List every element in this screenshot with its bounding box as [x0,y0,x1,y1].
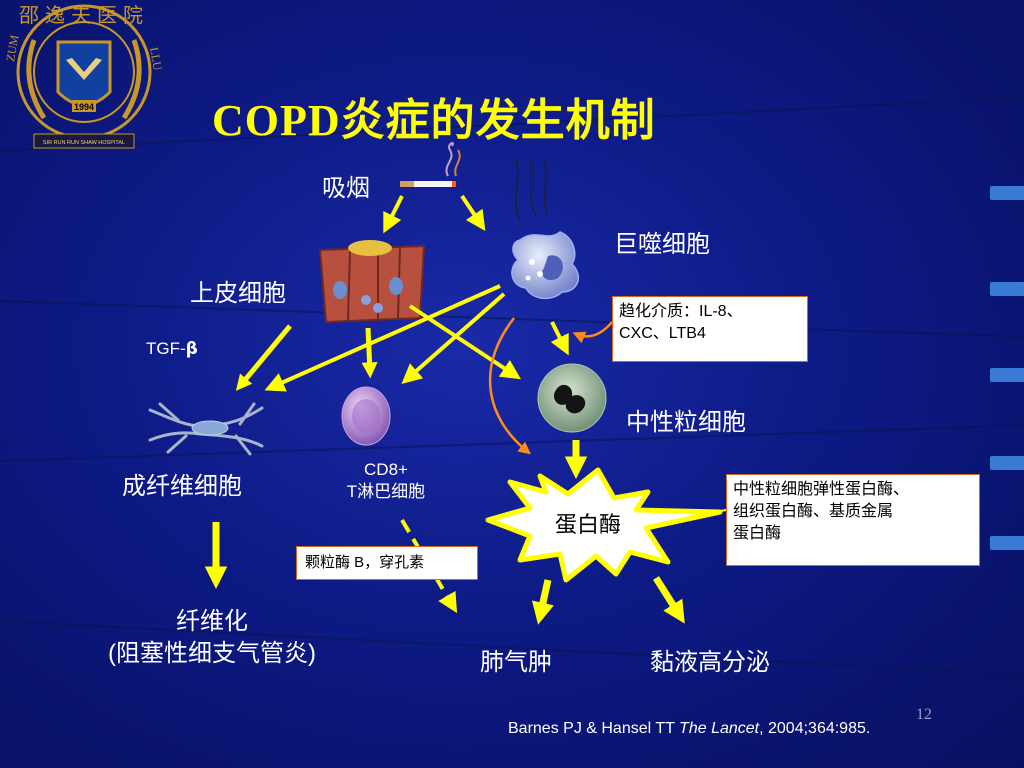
citation-authors: Barnes PJ & Hansel TT [508,720,680,737]
chemotactic-line1: 趋化介质：IL-8、 [619,303,743,320]
logo-ring-text: 邵逸夫医院 [19,3,149,27]
label-tgf-beta: TGF-β [146,339,198,359]
label-epithelial: 上皮细胞 [190,280,286,307]
arrow-protease-to-emphysema [531,579,554,625]
neutrophil-enzymes-line3: 蛋白酶 [733,525,782,542]
page-title: COPD炎症的发生机制 [212,96,656,145]
side-decoration [990,368,1024,382]
logo-ring-right: LLU [147,46,165,72]
arrow-epithelial-to-cd8 [361,327,378,379]
cigarette-icon [400,142,461,187]
citation: Barnes PJ & Hansel TT The Lancet, 2004;3… [508,720,870,738]
hospital-logo: 1994 邵逸夫医院 ZUM LLU SIR RUN RUN SHAW HOSP… [3,3,165,149]
label-mucus: 黏液高分泌 [650,649,770,676]
label-cd8-line1: CD8+ [364,460,408,479]
logo-year: 1994 [74,102,94,112]
tgf-beta-symbol: β [185,339,198,359]
citation-details: , 2004;364:985. [759,720,871,737]
smoke-icon [515,157,549,221]
fibroblast-icon [148,402,264,456]
arrow-macrophage-to-protease [488,317,531,455]
side-decoration [990,456,1024,470]
label-cd8: CD8+ T淋巴细胞 [334,459,438,503]
flow-arrows [204,194,685,625]
neutrophil-enzymes-line1: 中性粒细胞弹性蛋白酶、 [733,481,910,498]
label-cd8-line2: T淋巴细胞 [346,482,426,501]
arrow-macrophage-to-neutrophil [550,321,569,356]
protease-starburst-shape [485,467,723,583]
label-emphysema: 肺气肿 [480,649,552,676]
cd8-t-cell-icon [341,386,391,446]
label-fibrosis-line1: 纤维化 [176,608,248,635]
label-protease: 蛋白酶 [555,512,622,537]
enzyme-box-connector [689,509,727,517]
citation-journal: The Lancet [679,720,760,737]
neutrophil-icon [537,363,607,433]
arrow-box-to-macrophage [572,321,613,344]
arrow-macrophage-to-fibroblast [264,284,501,392]
label-neutrophil: 中性粒细胞 [626,409,746,436]
arrow-protease-to-mucus [653,576,685,624]
arrow-epithelial-to-neutrophil [408,304,522,380]
logo-ribbon: SIR RUN RUN SHAW HOSPITAL [43,140,125,146]
side-decoration [990,282,1024,296]
neutrophil-enzymes-box: 中性粒细胞弹性蛋白酶、 组织蛋白酶、基质金属 蛋白酶 [726,474,980,566]
side-decoration [990,536,1024,550]
chemotactic-mediators-box: 趋化介质：IL-8、 CXC、LTB4 [612,296,808,362]
arrow-smoke-to-epithelial [383,195,404,234]
logo-ring-left: ZUM [3,34,21,63]
macrophage-icon [511,231,580,300]
epithelial-cells-icon [318,240,426,324]
arrow-epithelial-to-fibroblast [235,324,292,391]
tgf-prefix: TGF- [146,339,186,358]
arrow-smoke-to-macrophage [460,194,486,231]
label-fibroblast: 成纤维细胞 [122,473,242,500]
chemotactic-line2: CXC、LTB4 [619,325,706,342]
chemotactic-arrows [488,317,613,455]
side-decoration [990,186,1024,200]
label-fibrosis: 纤维化 (阻塞性细支气管炎) [82,606,342,670]
label-smoking: 吸烟 [322,175,370,202]
label-macrophage: 巨噬细胞 [614,231,710,258]
granzyme-text: 颗粒酶 B，穿孔素 [305,554,425,571]
page-number: 12 [916,706,932,723]
granzyme-box: 颗粒酶 B，穿孔素 [296,546,478,580]
label-fibrosis-line2: (阻塞性细支气管炎) [108,640,316,667]
neutrophil-enzymes-line2: 组织蛋白酶、基质金属 [733,503,894,520]
